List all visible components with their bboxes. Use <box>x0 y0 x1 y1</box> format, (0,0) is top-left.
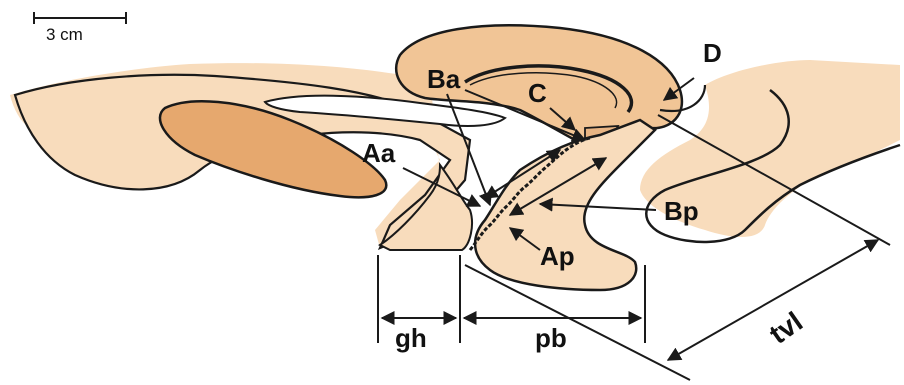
label-gh: gh <box>395 323 427 353</box>
label-D: D <box>703 38 722 68</box>
tvl-dimension <box>668 240 878 360</box>
label-Bp: Bp <box>664 196 699 226</box>
label-tvl: tvl <box>764 306 809 350</box>
scale-bar: 3 cm <box>34 12 126 44</box>
label-Ap: Ap <box>540 241 575 271</box>
label-Ba: Ba <box>427 64 461 94</box>
label-Aa: Aa <box>362 138 396 168</box>
label-C: C <box>528 78 547 108</box>
scale-bar-label: 3 cm <box>46 25 83 44</box>
label-pb: pb <box>535 323 567 353</box>
